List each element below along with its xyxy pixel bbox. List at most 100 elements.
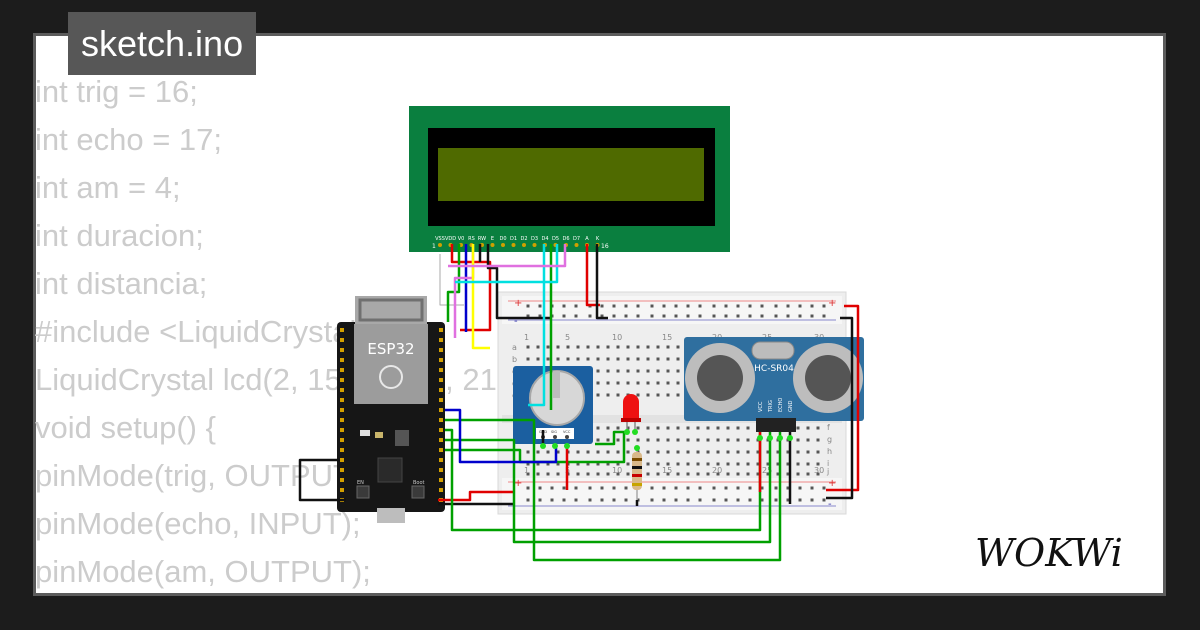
esp32-pin[interactable] [340,428,344,432]
breadboard-hole [626,472,630,476]
bb-row-label: h [827,447,832,456]
breadboard-hole [606,450,610,454]
breadboard-hole [612,498,616,502]
esp32-pin[interactable] [439,368,443,372]
esp32-pin[interactable] [439,338,443,342]
esp32-pin[interactable] [439,388,443,392]
breadboard-hole [588,486,592,490]
breadboard-hole [736,472,740,476]
resistor[interactable] [632,446,642,500]
esp32-pin[interactable] [340,408,344,412]
esp32-pin[interactable] [439,448,443,452]
esp32-pin[interactable] [340,388,344,392]
lcd-pin[interactable] [438,243,442,247]
esp32-pin[interactable] [439,398,443,402]
esp32-pin[interactable] [439,428,443,432]
breadboard-hole [712,314,716,318]
brand-wordmark: WOKWi [975,531,1123,575]
lcd-pin[interactable] [522,243,526,247]
wire-rail-red [826,304,860,492]
breadboard-hole [656,472,660,476]
esp32-pin[interactable] [439,438,443,442]
breadboard-hole [786,498,790,502]
breadboard-hole [596,426,600,430]
breadboard-hole [798,486,802,490]
potentiometer[interactable]: GND SIG VCC [513,366,593,444]
breadboard-hole [606,472,610,476]
wokwi-logo[interactable]: WOKWi [975,528,1150,576]
breadboard-hole [822,304,826,308]
lcd-pin[interactable] [501,243,505,247]
wire-trig [445,428,762,532]
pot-pin-label: VCC [563,430,571,434]
esp32-pin[interactable] [340,478,344,482]
breadboard-hole [756,450,760,454]
breadboard-hole [746,450,750,454]
sketch-file-title[interactable]: sketch.ino [68,12,257,75]
breadboard-hole [736,486,740,490]
esp32-pin[interactable] [340,398,344,402]
sensor-pin-label: ECHO [778,398,784,412]
esp32-pin[interactable] [340,448,344,452]
lcd-pin-label: E [491,236,494,242]
esp32-pin[interactable] [340,418,344,422]
esp32-pin[interactable] [439,458,443,462]
breadboard-hole [556,462,560,466]
esp32-pin[interactable] [340,378,344,382]
breadboard-hole [606,369,610,373]
esp32-pin[interactable] [439,468,443,472]
boot-button[interactable] [411,485,425,499]
code-line: pinMode(am, OUTPUT); [35,554,371,589]
breadboard-hole [538,498,542,502]
lcd-pin-label: D0 [499,236,506,242]
breadboard-hole [736,426,740,430]
esp32-pin[interactable] [340,488,344,492]
breadboard-hole [562,304,566,308]
breadboard-hole [676,438,680,442]
breadboard-hole [576,462,580,466]
breadboard-hole [624,486,628,490]
lcd-pin[interactable] [574,243,579,247]
lcd-pin-label: VDD [445,236,456,242]
esp32-pin[interactable] [340,368,344,372]
esp32-pin[interactable] [340,348,344,352]
esp32-pin[interactable] [439,418,443,422]
breadboard-hole [666,462,670,466]
esp32-pin[interactable] [340,338,344,342]
esp32-pin[interactable] [340,328,344,332]
breadboard-hole [616,381,620,385]
breadboard-hole [686,450,690,454]
esp32-pin[interactable] [439,328,443,332]
breadboard-hole [698,314,702,318]
esp32-pin[interactable] [439,478,443,482]
lcd-pin[interactable] [532,243,537,247]
esp32-pin[interactable] [439,348,443,352]
breadboard-hole [656,462,660,466]
ultrasonic-sensor[interactable]: HC-SR04 VCC TRIG ECHO GND [684,337,864,432]
breadboard-hole [822,486,826,490]
breadboard-hole [706,472,710,476]
esp32-pin[interactable] [340,358,344,362]
esp32-pin[interactable] [439,358,443,362]
breadboard-hole [696,462,700,466]
breadboard-hole [822,314,826,318]
breadboard-hole [674,498,678,502]
esp32-pin[interactable] [340,438,344,442]
en-button[interactable] [356,485,370,499]
breadboard-hole [806,450,810,454]
lcd-pin[interactable] [490,243,495,247]
code-line: int duracion; [35,218,204,253]
esp32-pin[interactable] [340,468,344,472]
esp32-pin[interactable] [439,488,443,492]
esp32-pin[interactable] [439,378,443,382]
breadboard-hole [736,314,740,318]
esp32-pin[interactable] [340,458,344,462]
lcd-pin[interactable] [511,243,516,247]
wire-lcd-d6 [455,244,559,284]
esp32-pin[interactable] [439,408,443,412]
breadboard-hole [810,498,814,502]
breadboard-hole [586,462,590,466]
esp32-board[interactable]: ESP32 EN Boot [337,296,445,523]
wire-lcd-v0 [446,244,461,322]
